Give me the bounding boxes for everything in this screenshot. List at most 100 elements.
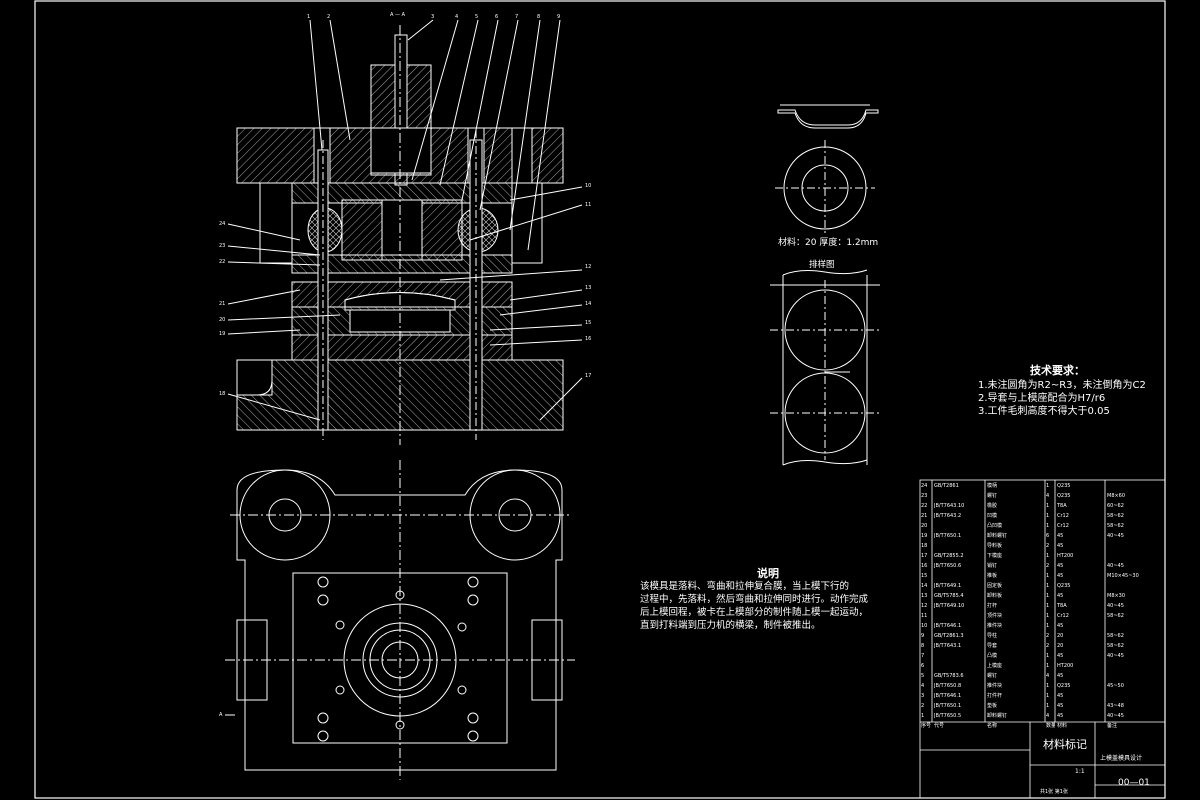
bom-cell: GB/T2855.2: [934, 553, 964, 559]
material-mark: 材料标记: [1043, 738, 1087, 751]
bom-cell: 20: [1057, 633, 1064, 639]
bom-cell: HT200: [1057, 553, 1074, 559]
balloon-23: 23: [219, 243, 225, 249]
bom-cell: 40~45: [1107, 713, 1124, 719]
bom-cell: 13: [921, 593, 928, 599]
bom-cell: 卸料板: [987, 593, 1003, 599]
balloon-11: 11: [585, 202, 591, 208]
bom-cell: JB/T7650.5: [934, 713, 962, 719]
bom-cell: 4: [1046, 673, 1050, 679]
bom-cell: 45: [1057, 673, 1064, 679]
tech-requirement-2: 2.导套与上模座配合为H7/r6: [978, 393, 1106, 404]
bom-cell: 2: [1046, 563, 1050, 569]
sheet-info: 共1张 第1张: [1040, 789, 1068, 795]
bom-cell: HT200: [1057, 663, 1074, 669]
bom-cell: 凹模: [987, 513, 998, 519]
section-label: A — A: [390, 12, 406, 18]
bom-cell: 45: [1057, 703, 1064, 709]
bom-cell: 打件杆: [987, 693, 1003, 699]
notes-line-1: 该模具是落料、弯曲和拉伸复合膜，当上模下行的: [640, 581, 850, 592]
balloon-24: 24: [219, 221, 225, 227]
blank-material-info: 材料：20 厚度：1.2mm: [778, 238, 879, 248]
bom-cell: 16: [921, 563, 928, 569]
bom-cell: 打杆: [987, 603, 998, 609]
bom-cell: 1: [1046, 613, 1050, 619]
bom-cell: 45: [1057, 623, 1064, 629]
section-view: [227, 19, 583, 445]
bom-cell: T8A: [1057, 503, 1067, 509]
bom-cell: GB/T5785.4: [934, 593, 964, 599]
bom-cell: 顶件块: [987, 613, 1003, 619]
tech-requirement-1: 1.未注圆角为R2~R3，未注倒角为C2: [978, 380, 1146, 391]
bom-header-cell: 序号: [921, 723, 932, 729]
bom-cell: Q235: [1057, 493, 1071, 499]
bom-cell: 22: [921, 503, 928, 509]
bom-header-cell: 材料: [1057, 723, 1068, 729]
bom-cell: 1: [1046, 553, 1050, 559]
drawing-number: 00—01: [1118, 778, 1150, 788]
bom-cell: 2: [1046, 633, 1050, 639]
balloon-19: 19: [219, 331, 225, 337]
scale: 1:1: [1075, 768, 1085, 775]
drawing-name: 上模盖模具设计: [1100, 755, 1143, 762]
bom-cell: 推板: [987, 573, 998, 579]
balloon-numbers: 1 2 3 4 5 6 7 8 9 10 11 12 13 14 15 16 1…: [219, 14, 591, 397]
bom-cell: 1: [1046, 663, 1050, 669]
bom-cell: 12: [921, 603, 928, 609]
bom-cell: 40~45: [1107, 563, 1124, 569]
bom-cell: 1: [1046, 503, 1050, 509]
bom-cell: Q235: [1057, 683, 1071, 689]
bom-cell: Cr12: [1057, 523, 1069, 529]
bom-cell: 58~62: [1107, 523, 1124, 529]
bom-cell: 1: [1046, 653, 1050, 659]
bom-cell: 20: [1057, 643, 1064, 649]
balloon-3: 3: [431, 14, 434, 20]
bom-cell: 1: [1046, 693, 1050, 699]
bom-cell: JB/T7649.1: [934, 583, 962, 589]
bom-cell: 60~62: [1107, 503, 1124, 509]
bom-cell: 1: [1046, 593, 1050, 599]
bom-cell: 8: [921, 643, 925, 649]
bom-cell: 卸料螺钉: [987, 713, 1008, 719]
notes-line-3: 后上模回程，被卡在上模部分的制件随上模一起运动，: [640, 607, 869, 618]
bom-cell: Q235: [1057, 483, 1071, 489]
plan-view: [225, 460, 575, 780]
strip-layout-title: 排样图: [809, 260, 835, 270]
balloon-6: 6: [495, 14, 498, 20]
drawing-frame: [34, 0, 1166, 799]
workpiece-view: [775, 104, 879, 236]
notes-title: 说明: [757, 567, 779, 580]
strip-layout: [770, 269, 880, 466]
bom-cell: 45: [1057, 573, 1064, 579]
bom-cell: 6: [1046, 533, 1050, 539]
bom-cell: 1: [1046, 513, 1050, 519]
bom-cell: 45: [1057, 543, 1064, 549]
balloon-14: 14: [585, 301, 591, 307]
bom-cell: 1: [1046, 683, 1050, 689]
bom-cell: 固定板: [987, 583, 1003, 589]
bom-cell: GB/T2861: [934, 483, 959, 489]
bom-cell: Q235: [1057, 583, 1071, 589]
tech-requirement-3: 3.工件毛刺高度不得大于0.05: [978, 406, 1110, 417]
bom-cell: 45: [1057, 653, 1064, 659]
bom-cell: 23: [921, 493, 928, 499]
bom-cell: JB/T7650.8: [934, 683, 962, 689]
balloon-10: 10: [585, 183, 591, 189]
bom-cell: 销钉: [987, 563, 998, 569]
bom-cell: Cr12: [1057, 613, 1069, 619]
balloon-18: 18: [219, 391, 225, 397]
bom-cell: 58~62: [1107, 643, 1124, 649]
bom-header-cell: 名称: [987, 723, 998, 729]
bom-cell: 45: [1057, 593, 1064, 599]
balloon-21: 21: [219, 301, 225, 307]
notes-line-4: 直到打料端到压力机的横梁，制件被推出。: [640, 620, 821, 631]
balloon-4: 4: [455, 14, 458, 20]
bom-cell: 45: [1057, 713, 1064, 719]
balloon-7: 7: [515, 14, 518, 20]
bom-cell: 1: [1046, 623, 1050, 629]
bom-cell: JB/T7646.1: [934, 623, 962, 629]
bom-grid: [919, 479, 1166, 799]
bom-cell: JB/T7649.10: [934, 603, 965, 609]
bom-cell: 58~62: [1107, 633, 1124, 639]
bom-cell: 11: [921, 613, 928, 619]
